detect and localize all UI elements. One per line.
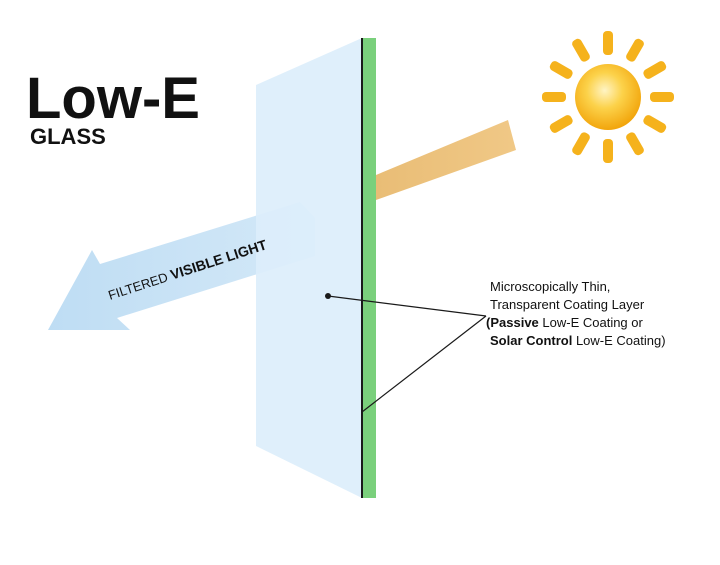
- coating-layer: [362, 38, 376, 498]
- callout-line-3-bold: Passive: [490, 315, 538, 330]
- glass-pane: [256, 38, 362, 498]
- sunlight-beam: [376, 120, 516, 200]
- callout-line-1: Microscopically Thin,: [490, 279, 610, 294]
- callout-line-3-open: (: [486, 315, 491, 330]
- filtered-light-arrow: [48, 202, 315, 330]
- callout-text: Microscopically Thin, Transparent Coatin…: [486, 279, 666, 348]
- callout-line-4-bold: Solar Control: [490, 333, 572, 348]
- title-main: Low-E: [26, 66, 200, 131]
- callout-dot: [325, 293, 331, 299]
- callout-line-3: (Passive Low-E Coating or: [486, 315, 644, 330]
- callout-line-2: Transparent Coating Layer: [490, 297, 645, 312]
- callout-leader: [327, 295, 487, 413]
- callout-line-4-rest: Low-E Coating): [572, 333, 665, 348]
- callout-line-3-rest: Low-E Coating or: [539, 315, 644, 330]
- callout-line-4: Solar Control Low-E Coating): [490, 333, 666, 348]
- sun-icon: [542, 31, 674, 163]
- title-sub: GLASS: [30, 124, 106, 149]
